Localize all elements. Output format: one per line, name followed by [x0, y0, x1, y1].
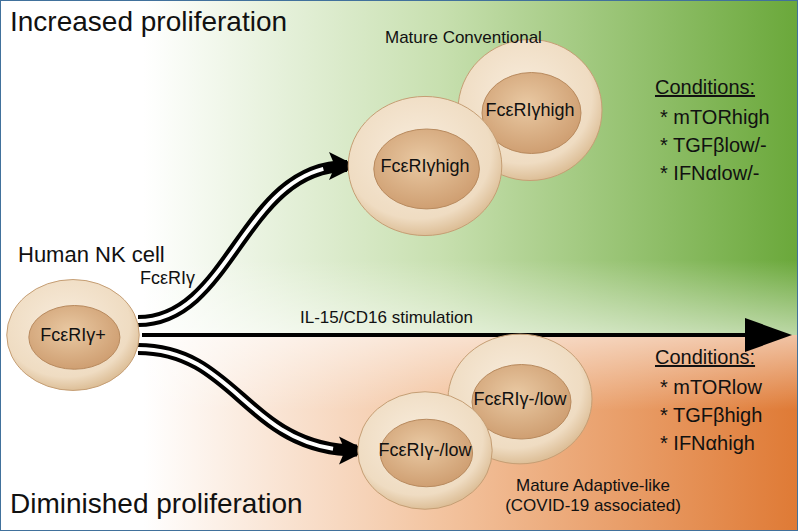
text-label: * IFNαhigh	[660, 432, 755, 455]
cell-label: FcεRIγ+	[40, 325, 106, 346]
cell-membrane	[348, 96, 502, 235]
text-label: Mature Adaptive-like (COVID-19 associate…	[497, 476, 689, 516]
nk-cell: FcεRIγ-/low	[355, 388, 495, 513]
arrow-stripe	[138, 166, 347, 321]
text-label: Mature Conventional	[385, 28, 542, 48]
text-label: FcεRIγ	[140, 268, 195, 289]
text-label: Conditions:	[655, 76, 755, 99]
cell-membrane	[7, 280, 139, 391]
cell-heading: Human NK cell	[18, 242, 165, 268]
arrow-body	[138, 166, 347, 321]
cell-membrane	[358, 392, 492, 510]
text-label: * mTORlow	[660, 376, 762, 399]
text-label: * TGFβlow/-	[660, 134, 767, 157]
cell-label: FcεRIγ-/low	[378, 440, 471, 461]
arrow-body	[138, 349, 357, 451]
fork-arrow	[138, 349, 357, 451]
stimulation-arrow-shaft	[142, 333, 748, 337]
cell-label: FcεRIγhigh	[485, 100, 574, 121]
text-label: Increased proliferation	[10, 6, 287, 38]
nk-cell: Human NK cellFcεRIγ+	[4, 276, 142, 394]
cell-label: FcεRIγhigh	[380, 156, 469, 177]
arrow-stripe	[138, 349, 357, 451]
text-label: Conditions:	[655, 346, 755, 369]
text-label: * TGFβhigh	[660, 404, 762, 427]
cell-nucleus	[29, 306, 120, 370]
text-label: Diminished proliferation	[10, 488, 303, 520]
text-label: IL-15/CD16 stimulation	[300, 308, 473, 328]
cell-nucleus	[374, 129, 480, 209]
fork-arrow	[138, 166, 347, 321]
cell-label: FcεRIγ-/low	[473, 389, 566, 410]
nk-cell: FcεRIγhigh	[345, 92, 505, 240]
middle-fade	[0, 260, 798, 410]
text-label: * IFNαlow/-	[660, 162, 759, 185]
text-label: * mTORhigh	[660, 106, 770, 129]
